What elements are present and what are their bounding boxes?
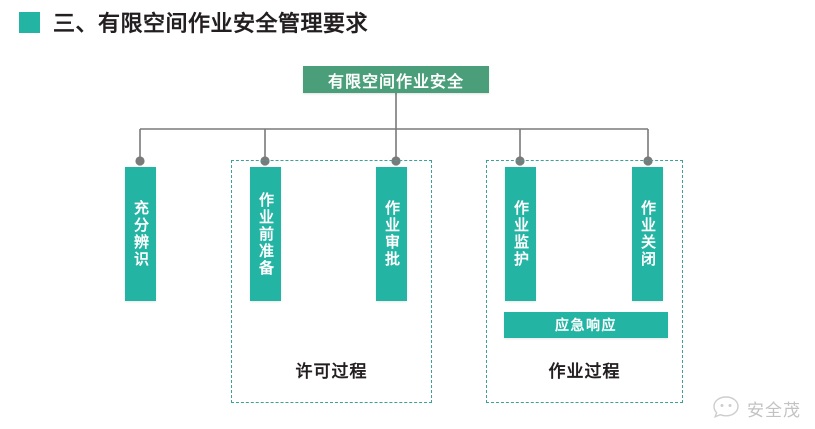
node-pre-work-preparation[interactable]: 作业前准备 [250, 167, 281, 301]
node-label: 充分辨识 [132, 200, 150, 268]
node-label: 作业监护 [512, 200, 530, 268]
page-title: 三、有限空间作业安全管理要求 [53, 12, 369, 37]
node-label: 作业审批 [383, 200, 401, 268]
watermark-text: 安全茂 [747, 400, 801, 421]
node-emergency-response[interactable]: 应急响应 [504, 312, 668, 338]
node-work-closure[interactable]: 作业关闭 [632, 167, 663, 301]
root-node-limited-space-safety[interactable]: 有限空间作业安全 [303, 66, 489, 93]
watermark: 安全茂 [712, 395, 801, 421]
chat-bubble-face-icon [712, 395, 740, 421]
node-work-approval[interactable]: 作业审批 [376, 167, 407, 301]
node-sufficient-identification[interactable]: 充分辨识 [125, 167, 156, 301]
title-bullet-square [19, 11, 40, 33]
root-node-label: 有限空间作业安全 [327, 71, 464, 91]
node-label: 作业关闭 [639, 200, 657, 268]
page-title-bar: 三、有限空间作业安全管理要求 [0, 0, 815, 44]
node-label: 作业前准备 [257, 191, 275, 277]
group-box-operation-process: 作业过程 [486, 160, 683, 403]
group-label-permit-process: 许可过程 [295, 362, 368, 382]
group-box-permit-process: 许可过程 [231, 160, 432, 403]
emergency-response-label: 应急响应 [555, 318, 617, 334]
node-work-supervision[interactable]: 作业监护 [505, 167, 536, 301]
group-label-operation-process: 作业过程 [548, 362, 621, 382]
